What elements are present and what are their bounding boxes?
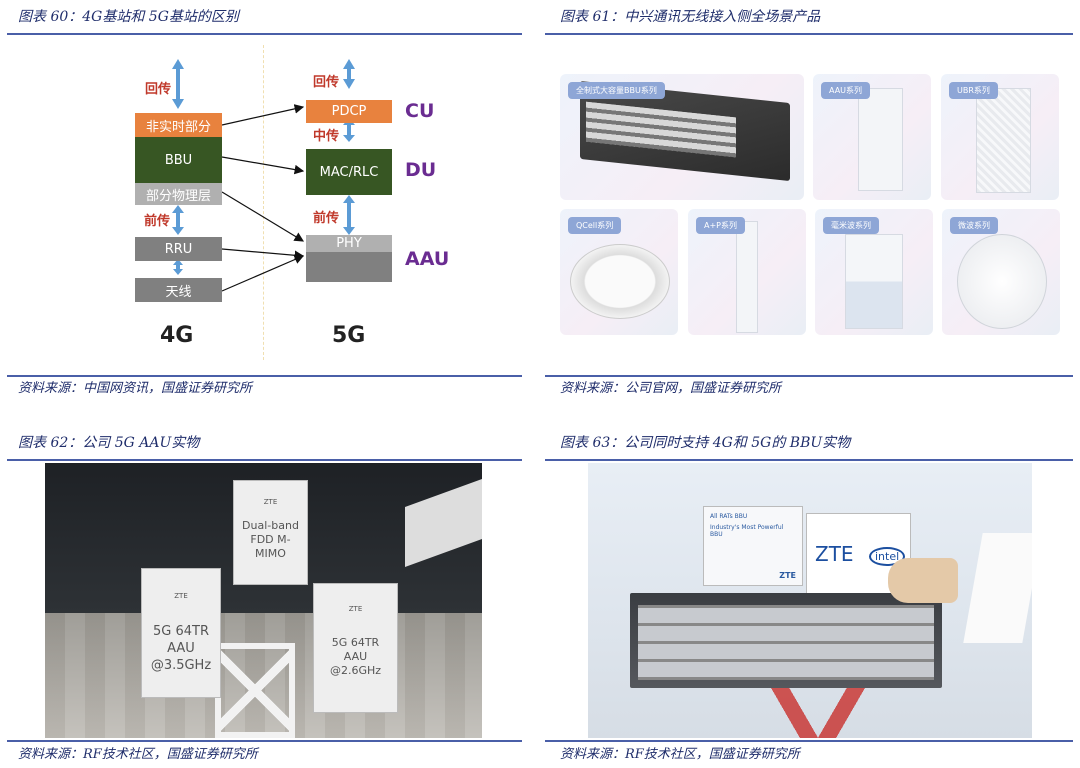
mmwave-image: [845, 234, 903, 329]
product-card-aau: AAU系列: [813, 74, 931, 200]
fronthaul-label: 前传: [144, 214, 171, 229]
phy-box: PHY: [306, 235, 392, 252]
fronthaul-label: 前传: [313, 211, 340, 226]
bbu-chassis: [630, 593, 942, 688]
card-label: UBR系列: [949, 82, 998, 99]
figure-63-source: 资料来源：RF技术社区，国盛证券研究所: [560, 747, 800, 762]
divider: [545, 740, 1073, 742]
product-card-bbu: 全制式大容量BBU系列: [560, 74, 804, 200]
qcell-image: [570, 244, 670, 319]
product-card-mmwave: 毫米波系列: [815, 209, 933, 335]
card-label: A+P系列: [696, 217, 745, 234]
divider: [7, 459, 522, 461]
aau-box: [306, 252, 392, 282]
cu-label: CU: [405, 100, 435, 122]
card-label: 全制式大容量BBU系列: [568, 82, 665, 99]
product-card-microwave: 微波系列: [942, 209, 1060, 335]
antenna-box: 天线: [135, 278, 222, 302]
figure-62-source: 资料来源：RF技术社区，国盛证券研究所: [18, 747, 258, 762]
midhaul-label: 中传: [313, 129, 340, 144]
backhaul-label: 回传: [145, 82, 172, 97]
4g-label: 4G: [160, 323, 194, 348]
figure-60-source: 资料来源：中国网资讯，国盛证券研究所: [18, 381, 253, 396]
product-card-ap: A+P系列: [688, 209, 806, 335]
divider: [545, 375, 1073, 377]
double-arrows: [172, 59, 355, 275]
pdcp-box: PDCP: [306, 100, 392, 123]
product-card-ubr: UBR系列: [941, 74, 1059, 200]
aau-image: [858, 88, 903, 191]
aau-label: AAU: [405, 248, 450, 270]
product-card-qcell: QCell系列: [560, 209, 678, 335]
card-label: QCell系列: [568, 217, 622, 234]
figure-60-title: 图表 60：4G基站和 5G基站的区别: [18, 9, 239, 25]
divider: [545, 33, 1073, 35]
card-label: AAU系列: [821, 82, 871, 99]
arrows: [172, 59, 355, 292]
divider: [7, 740, 522, 742]
divider-line: [263, 45, 264, 360]
figure-61-source: 资料来源：公司官网，国盛证券研究所: [560, 381, 782, 396]
figure-63-title: 图表 63：公司同时支持 4G和 5G的 BBU实物: [560, 435, 851, 451]
microwave-image: [957, 234, 1047, 329]
divider: [7, 33, 522, 35]
partial-phy-box: 部分物理层: [135, 183, 222, 205]
card-label: 微波系列: [950, 217, 998, 234]
5g-label: 5G: [332, 323, 366, 348]
ap-image: [736, 221, 758, 333]
divider: [545, 459, 1073, 461]
card-label: 毫米波系列: [823, 217, 879, 234]
ubr-image: [976, 88, 1031, 193]
figure-61-title: 图表 61：中兴通讯无线接入侧全场景产品: [560, 9, 821, 25]
hand: [888, 558, 958, 603]
non-realtime-box: 非实时部分: [135, 113, 222, 137]
du-label: DU: [405, 159, 437, 181]
rru-box: RRU: [135, 237, 222, 261]
bbu-box: BBU: [135, 137, 222, 183]
base-station-diagram: 回传 非实时部分 BBU 部分物理层 前传 RRU 天线 4G 回传 PDCP …: [120, 45, 460, 360]
divider: [7, 375, 522, 377]
mac-rlc-box: MAC/RLC: [306, 149, 392, 195]
figure-62-title: 图表 62：公司 5G AAU实物: [18, 435, 200, 451]
backhaul-label: 回传: [313, 75, 340, 90]
